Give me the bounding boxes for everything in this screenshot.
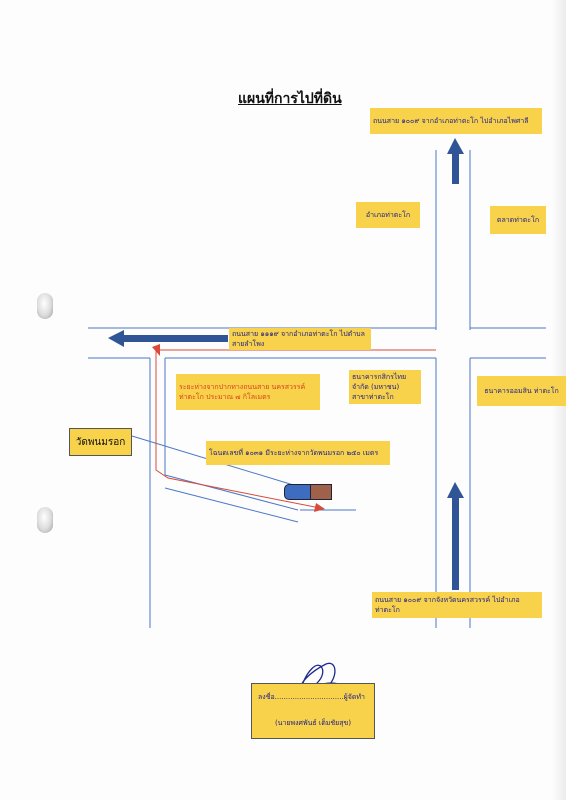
- label-market: ตลาดท่าตะโก: [490, 206, 546, 234]
- signature-line: ลงชื่อ...............................ผู้…: [258, 693, 365, 701]
- label-distance-note: ระยะห่างจากปากทางถนนสาย นครสวรรค์ ท่าตะโ…: [176, 374, 320, 410]
- signature-box: ลงชื่อ...............................ผู้…: [251, 683, 375, 739]
- route-line: [155, 349, 436, 509]
- punch-hole-bottom: [37, 507, 53, 533]
- label-road-1119: ถนนสาย ๑๑๑๙ จากอำเภอท่าตะโก ไปตำบลสายลำโ…: [229, 328, 371, 350]
- label-gsb-bank: ธนาคารออมสิน ท่าตะโก: [477, 376, 566, 406]
- route-arrowhead-plot: [314, 503, 325, 512]
- arrow-south-road-icon: [447, 482, 464, 590]
- plot-access-road-upper: [164, 474, 299, 511]
- plot-access-road-lower: [164, 487, 299, 523]
- label-district-office: อำเภอท่าตะโก: [356, 202, 420, 228]
- label-kasikorn-bank: ธนาคารกสิกรไทย จำกัด (มหาชน) สาขาท่าตะโก: [349, 370, 421, 404]
- plot-marker-brown-part: [310, 484, 332, 500]
- punch-hole-top: [37, 293, 53, 319]
- route-arrowhead-west: [152, 344, 160, 356]
- label-road-1009-north: ถนนสาย ๑๐๐๙ จากอำเภอท่าตะโก ไปอำเภอไพศาล…: [370, 108, 542, 134]
- temple-box: วัดพนมรอก: [69, 428, 132, 456]
- arrow-west-icon: [108, 330, 228, 347]
- land-plot-marker: [284, 484, 332, 500]
- label-plot-note: โฉนดเลขที่ ๑๐๓๑ มีระยะห่างจากวัดพนมรอก ๒…: [206, 441, 390, 465]
- plot-marker-blue-part: [284, 484, 312, 500]
- arrow-north-icon: [447, 138, 464, 184]
- label-road-1009-south: ถนนสาย ๑๐๐๙ จากจังหวัดนครสวรรค์ ไปอำเภอท…: [372, 592, 542, 618]
- page-title: แผนที่การไปที่ดิน: [238, 91, 342, 107]
- signer-name: (นายพงศพันธ์ เต็มชัยสุข): [274, 719, 352, 727]
